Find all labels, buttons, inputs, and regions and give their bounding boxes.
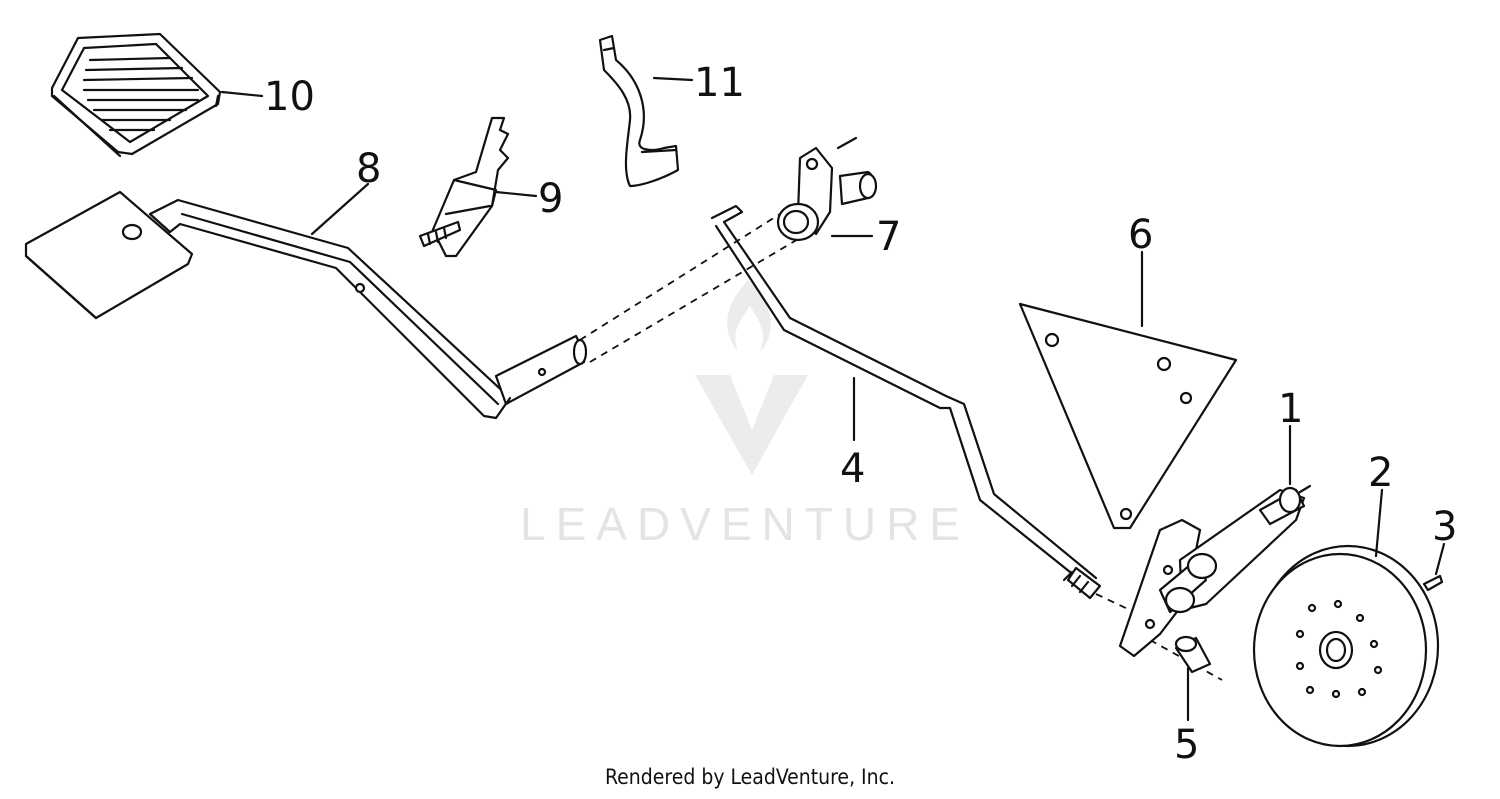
callout-4: 4 (840, 446, 865, 492)
part-6-plate (1018, 302, 1238, 530)
callout-10: 10 (264, 74, 315, 120)
footer-credit: Rendered by LeadVenture, Inc. (605, 765, 895, 789)
callout-5: 5 (1174, 722, 1199, 768)
part-8-pedal-arm (24, 190, 588, 420)
leader-lines (220, 76, 1446, 722)
part-11-strap (598, 34, 680, 188)
part-5-spacer (1174, 635, 1212, 674)
callout-2: 2 (1368, 450, 1393, 496)
part-4-rod (710, 204, 1102, 600)
part-1-arm (1118, 484, 1312, 658)
callout-7: 7 (876, 214, 901, 260)
callout-8: 8 (356, 146, 381, 192)
part-9-bracket (418, 116, 510, 258)
callouts: 10 11 9 8 7 6 4 1 2 3 5 (264, 60, 1457, 768)
watermark-text: LEADVENTURE (520, 498, 970, 550)
part-2-pulley (1252, 544, 1440, 748)
callout-11: 11 (694, 60, 745, 106)
part-10-pedal-pad (50, 32, 222, 158)
part-3-key (1422, 574, 1444, 592)
callout-1: 1 (1278, 386, 1303, 432)
callout-3: 3 (1432, 504, 1457, 550)
watermark: LEADVENTURE (520, 280, 970, 550)
callout-9: 9 (538, 176, 563, 222)
watermark-logo-icon (695, 280, 808, 475)
callout-6: 6 (1128, 212, 1153, 258)
part-7-pivot (776, 146, 878, 242)
